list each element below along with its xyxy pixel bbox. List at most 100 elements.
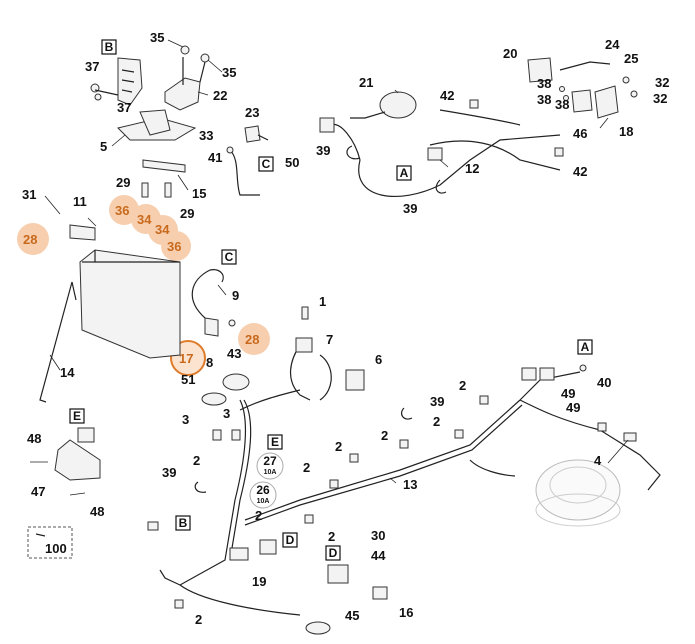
ref-B-bottom: B [175,515,191,531]
ref-A-right: A [577,339,593,355]
ref-A-top-label: A [400,166,409,180]
part-label-2: 2 [381,428,388,443]
part-label-25: 25 [624,51,638,66]
ref-A-right-label: A [581,340,590,354]
ref-C-mid: C [221,249,237,265]
part-label-11: 11 [73,194,87,209]
part-label-36: 36 [115,203,129,218]
module-group [527,57,638,119]
part-label-45: 45 [345,608,359,623]
ref-B-bottom-label: B [179,516,188,530]
part-label-3: 3 [223,406,230,421]
part-label-36: 36 [167,239,181,254]
screw-kit-100 [27,526,73,559]
part-label-15: 15 [192,186,206,201]
part-label-46: 46 [573,126,587,141]
ref-C-top: C [258,156,274,172]
part-label-2: 2 [328,529,335,544]
part-label-34: 34 [137,212,152,227]
part-label-29: 29 [180,206,194,221]
part-label-19: 19 [252,574,266,589]
part-label-39: 39 [316,143,330,158]
part-label-3: 3 [182,412,189,427]
part-label-44: 44 [371,548,386,563]
ref-E-left-label: E [73,409,81,423]
part-label-28: 28 [23,232,37,247]
part-label-38: 38 [537,92,551,107]
harness-12 [329,109,561,197]
ref-E-mid-label: E [271,435,279,449]
part-label-31: 31 [22,187,36,202]
highlight-markers [17,195,270,376]
bracket-assembly [90,45,210,198]
ref-E-mid: E [267,434,283,450]
ref-D-bottom-label: D [329,546,338,560]
misc-components [147,99,637,635]
cable-23 [226,125,269,196]
part-labels: 1 2 2 2 2 2 2 2 2 2 2 3 3 4 5 6 7 8 9 11… [22,30,669,627]
fuse-27-number: 27 [263,454,277,468]
part-label-22: 22 [213,88,227,103]
part-label-43: 43 [227,346,241,361]
ref-D-bottom: D [325,545,341,561]
part-label-17: 17 [179,351,193,366]
part-label-100: 100 [45,541,67,556]
part-label-14: 14 [60,365,75,380]
part-label-35: 35 [222,65,236,80]
part-label-2: 2 [193,453,200,468]
clutch-pulley [535,459,621,527]
part-label-24: 24 [605,37,620,52]
ref-B-top: B [101,39,117,55]
ref-E-left: E [69,408,85,424]
part-label-5: 5 [100,139,107,154]
part-label-37: 37 [117,100,131,115]
connector-refs: B C A C A E E B [69,39,593,561]
main-harness [159,344,661,616]
part-label-9: 9 [232,288,239,303]
part-label-8: 8 [206,355,213,370]
battery [69,224,181,359]
part-label-38: 38 [537,76,551,91]
part-label-42: 42 [573,164,587,179]
grommets [201,373,250,406]
part-label-37: 37 [85,59,99,74]
part-label-39: 39 [162,465,176,480]
part-label-28: 28 [245,332,259,347]
rod-14 [39,281,77,403]
part-label-12: 12 [465,161,479,176]
leader-lines [44,39,629,484]
part-label-47: 47 [31,484,45,499]
part-label-33: 33 [199,128,213,143]
part-label-18: 18 [619,124,633,139]
part-label-34: 34 [155,222,170,237]
part-label-16: 16 [399,605,413,620]
part-label-50: 50 [285,155,299,170]
part-label-23: 23 [245,105,259,120]
part-label-2: 2 [335,439,342,454]
ref-D-mid: D [282,532,298,548]
part-label-4: 4 [594,453,602,468]
part-label-51: 51 [181,372,195,387]
fuse-26-number: 26 [256,483,270,497]
part-label-21: 21 [359,75,373,90]
fuse-26-rating: 10A [257,498,270,505]
part-label-32: 32 [655,75,669,90]
part-label-6: 6 [375,352,382,367]
part-label-30: 30 [371,528,385,543]
ref-D-mid-label: D [286,533,295,547]
housing-47 [30,427,101,496]
ref-A-top: A [396,165,412,181]
fuse-27-rating: 10A [264,469,277,476]
cable-9 [191,269,236,337]
ref-C-mid-label: C [225,250,234,264]
part-label-38: 38 [555,97,569,112]
part-label-39: 39 [403,201,417,216]
part-label-32: 32 [653,91,667,106]
snap-rings [194,145,447,493]
part-label-48: 48 [90,504,104,519]
part-label-2: 2 [303,460,310,475]
part-label-41: 41 [208,150,222,165]
relay-21 [319,91,417,133]
part-label-40: 40 [597,375,611,390]
